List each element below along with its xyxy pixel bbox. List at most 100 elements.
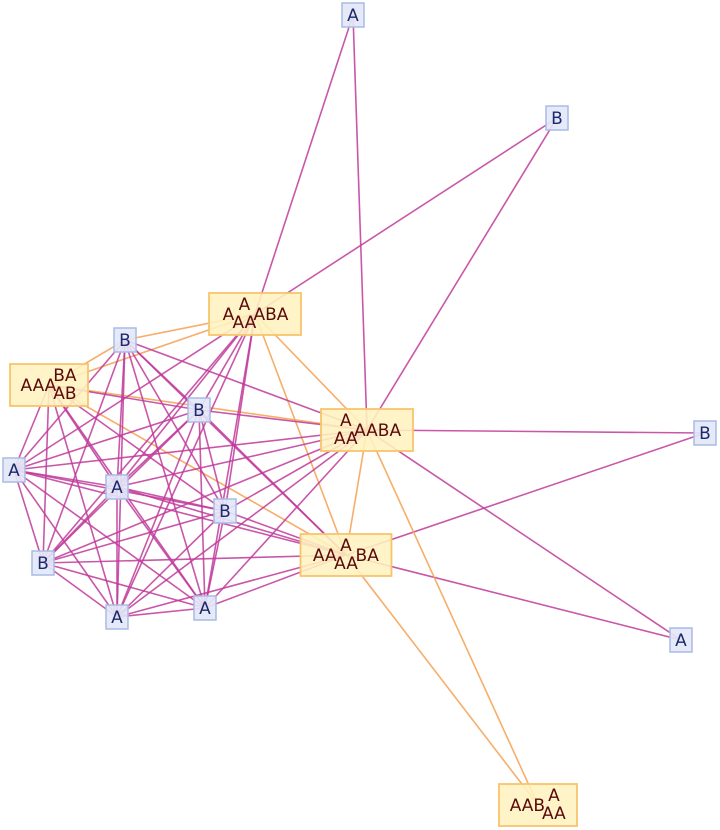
node-box: [320, 408, 414, 452]
edge-n2-n11: [254, 313, 347, 556]
edge-n15-n6: [366, 429, 682, 641]
node-n9[interactable]: A: [105, 474, 129, 500]
edge-n8-n2: [13, 313, 256, 471]
node-label-sup: A: [239, 295, 251, 315]
edge-n9-n2: [116, 313, 256, 488]
edge-n0-n6: [352, 14, 368, 431]
edge-n14-n6: [204, 429, 368, 609]
node-box: [193, 595, 217, 621]
node-label: B: [551, 109, 563, 129]
node-label: B: [219, 502, 231, 522]
edge-n10-n12: [42, 510, 226, 564]
node-box: [299, 533, 393, 577]
edge-n7-n11: [345, 432, 706, 556]
node-box: [2, 457, 26, 483]
node-box: [208, 292, 302, 336]
node-n15[interactable]: A: [669, 627, 693, 653]
edge-n1-n6: [366, 117, 558, 431]
node-box: [113, 327, 137, 353]
node-box: [31, 550, 55, 576]
node-label: A: [111, 478, 123, 498]
edge-n8-n11: [13, 469, 347, 556]
node-label: B: [193, 401, 205, 421]
node-box: [545, 105, 569, 131]
node-n0[interactable]: A: [341, 2, 365, 28]
node-label-sup: BA: [53, 366, 77, 386]
node-n5[interactable]: B: [187, 397, 211, 423]
node-box: [498, 783, 578, 827]
node-label: A: [8, 461, 20, 481]
node-label: A: [111, 608, 123, 628]
node-n12[interactable]: B: [31, 550, 55, 576]
node-box: [669, 627, 693, 653]
edge-n5-n11: [198, 409, 347, 556]
edge-n13-n6: [116, 429, 368, 618]
edge-n10-n13: [116, 510, 226, 618]
node-n3[interactable]: B: [113, 327, 137, 353]
node-label: B: [119, 331, 131, 351]
node-label-mid: AA: [313, 546, 337, 566]
edge-n8-n12: [13, 469, 44, 564]
node-n10[interactable]: B: [213, 498, 237, 524]
node-label-sup: A: [340, 536, 352, 556]
edge-n5-n8: [13, 409, 200, 471]
edge-n7-n6: [366, 429, 706, 434]
node-label-sub: AA: [233, 313, 257, 333]
edge-n5-n13: [116, 409, 200, 618]
node-box: [341, 2, 365, 28]
node-label-sub: AA: [542, 804, 566, 824]
edge-n9-n12: [42, 486, 118, 564]
node-label-sub: AA: [334, 554, 358, 574]
node-label-sub: AA: [334, 429, 358, 449]
node-label: A: [199, 599, 211, 619]
edge-n5-n14: [198, 409, 206, 609]
edge-n12-n6: [42, 429, 368, 564]
node-n13[interactable]: A: [105, 604, 129, 630]
edge-n6-n16: [366, 429, 539, 806]
edge-n13-n4: [48, 384, 118, 618]
node-box: [9, 363, 89, 407]
node-n14[interactable]: A: [193, 595, 217, 621]
node-label-sup: A: [548, 786, 560, 806]
node-label-mid: BA: [356, 546, 380, 566]
node-box: [187, 397, 211, 423]
edge-n0-n2: [254, 14, 354, 315]
edge-n3-n14: [124, 339, 206, 609]
edge-n8-n6: [13, 429, 368, 471]
node-label: A: [347, 6, 359, 26]
node-label-mid: AABA: [354, 421, 401, 441]
node-label-sup: A: [340, 411, 352, 431]
edge-n1-n2: [254, 117, 558, 315]
node-box: [105, 604, 129, 630]
node-n1[interactable]: B: [545, 105, 569, 131]
node-label-mid: AAB: [510, 796, 545, 816]
node-label-sub: AB: [53, 384, 76, 404]
node-label: B: [37, 554, 49, 574]
edge-n12-n2: [42, 313, 256, 564]
node-box: [213, 498, 237, 524]
edge-n15-n11: [345, 554, 682, 641]
edge-n11-n16: [345, 554, 539, 806]
edge-n13-n2: [116, 313, 256, 618]
edge-n3-n12: [42, 339, 126, 564]
node-label-mid: ABA: [253, 305, 288, 325]
node-label-mid: AAA: [20, 376, 56, 396]
edge-n12-n13: [42, 562, 118, 618]
node-box: [693, 420, 717, 446]
edge-n14-n2: [204, 313, 256, 609]
node-box: [105, 474, 129, 500]
edge-n12-n4: [42, 384, 50, 564]
node-n8[interactable]: A: [2, 457, 26, 483]
edge-n3-n10: [124, 339, 226, 512]
node-label: B: [699, 424, 711, 444]
edge-n8-n13: [13, 469, 118, 618]
node-label-mid: A: [223, 305, 235, 325]
node-n7[interactable]: B: [693, 420, 717, 446]
